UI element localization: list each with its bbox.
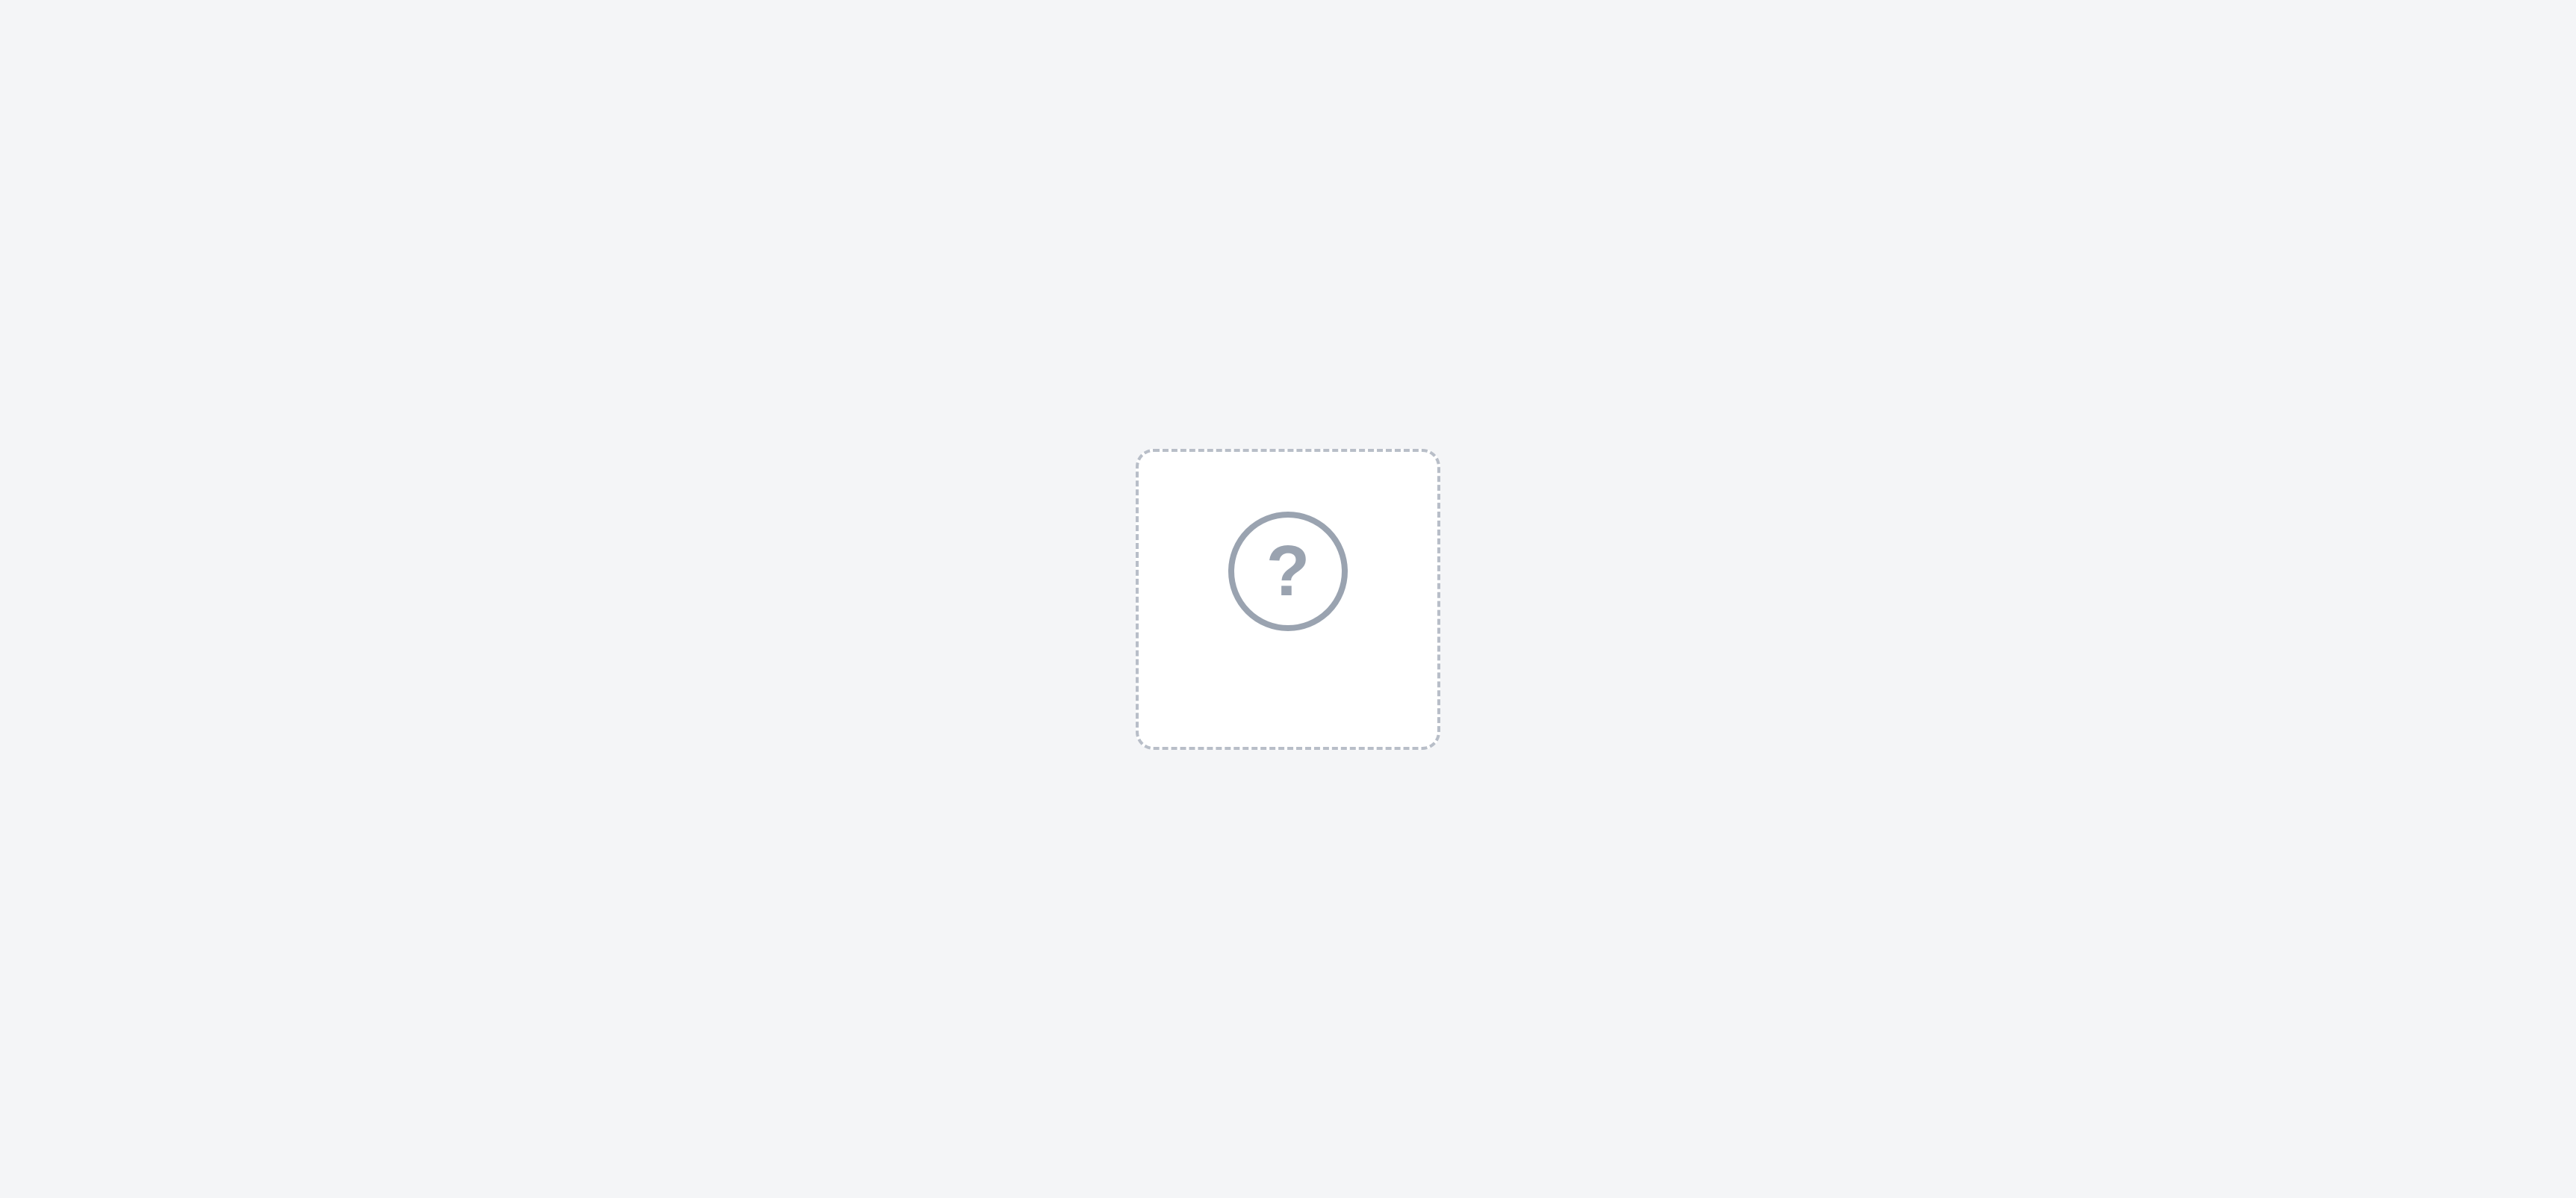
placeholder-notice — [1136, 448, 1440, 750]
question-icon — [1228, 511, 1348, 631]
